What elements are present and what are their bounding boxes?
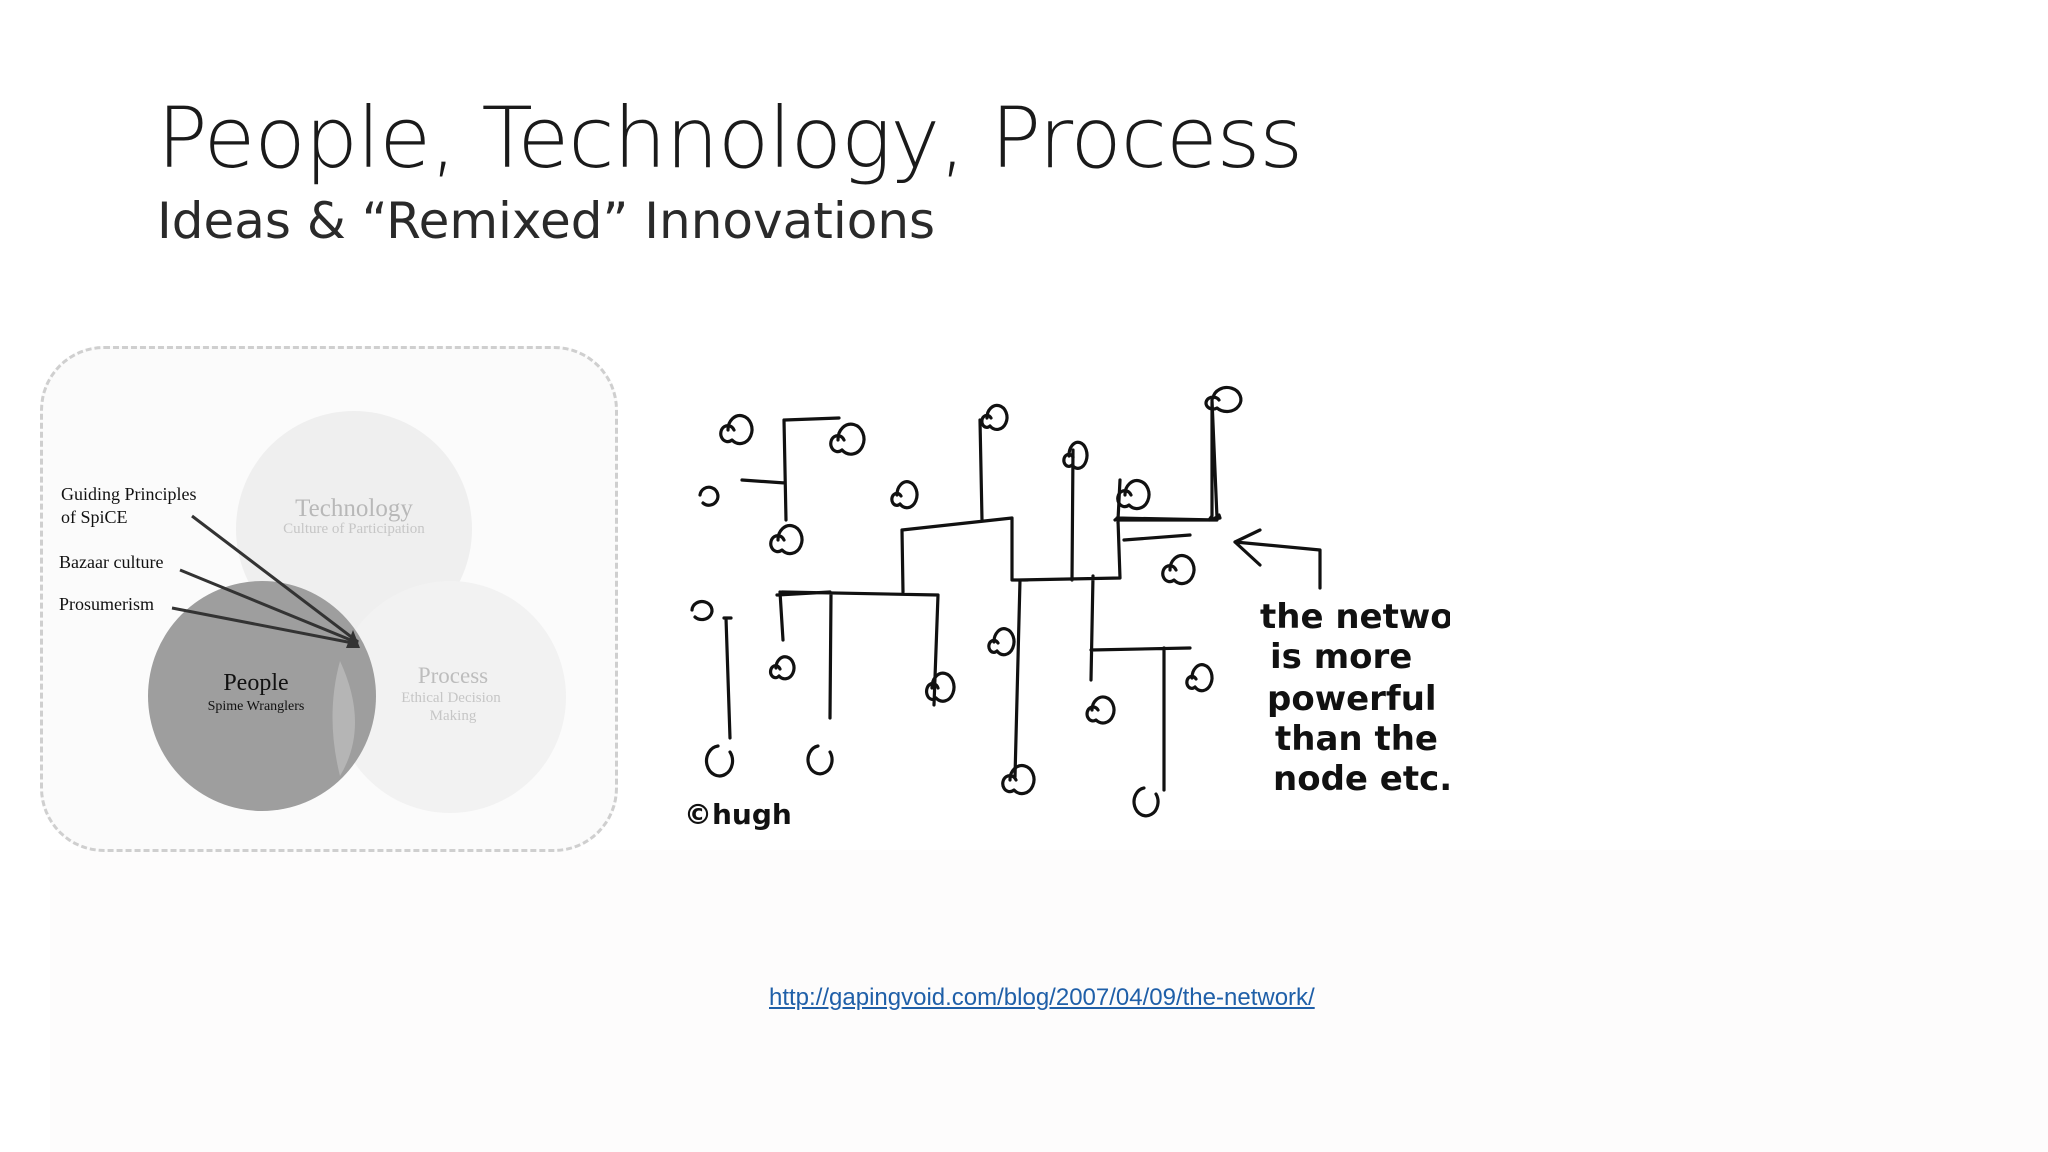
process-circle [334, 581, 566, 813]
caption-line-5: node etc. [1273, 759, 1450, 799]
caption-line-1: the network [1260, 597, 1450, 637]
network-branches [722, 398, 1222, 792]
pointer-line-guiding [191, 514, 359, 644]
label-guiding-principles-2: of SpiCE [61, 507, 128, 527]
arrow-icon [1233, 528, 1322, 590]
process-subtitle-1: Ethical Decision [401, 690, 501, 706]
label-guiding-principles-1: Guiding Principles [61, 484, 197, 504]
network-nodes [690, 385, 1243, 818]
people-title: People [223, 670, 288, 696]
pointer-triangle-icon [346, 630, 360, 648]
process-subtitle-2: Making [430, 708, 477, 724]
source-link[interactable]: http://gapingvoid.com/blog/2007/04/09/th… [769, 984, 1315, 1011]
pointer-line-bazaar [179, 568, 359, 645]
slide-subtitle: Ideas & “Remixed” Innovations [157, 192, 936, 250]
process-title: Process [418, 663, 488, 688]
technology-subtitle: Culture of Participation [283, 521, 425, 537]
cartoon-signature: ©hugh [684, 798, 792, 831]
background-panel [50, 850, 2048, 1152]
pointer-line-prosumerism [171, 606, 359, 646]
venn-diagram: Technology Culture of Participation Peop… [59, 411, 566, 813]
caption-line-4: than the [1275, 719, 1438, 759]
overlap-region [332, 661, 355, 776]
caption-line-2: is more [1270, 637, 1412, 677]
slide-title: People, Technology, Process [157, 89, 1303, 187]
people-circle [148, 581, 376, 811]
people-subtitle: Spime Wranglers [208, 699, 305, 714]
network-cartoon: the network is more powerful than the no… [684, 385, 1450, 831]
label-bazaar-culture: Bazaar culture [59, 552, 163, 572]
caption-line-3: powerful [1267, 679, 1437, 719]
label-prosumerism: Prosumerism [59, 594, 154, 614]
technology-title: Technology [295, 495, 413, 522]
